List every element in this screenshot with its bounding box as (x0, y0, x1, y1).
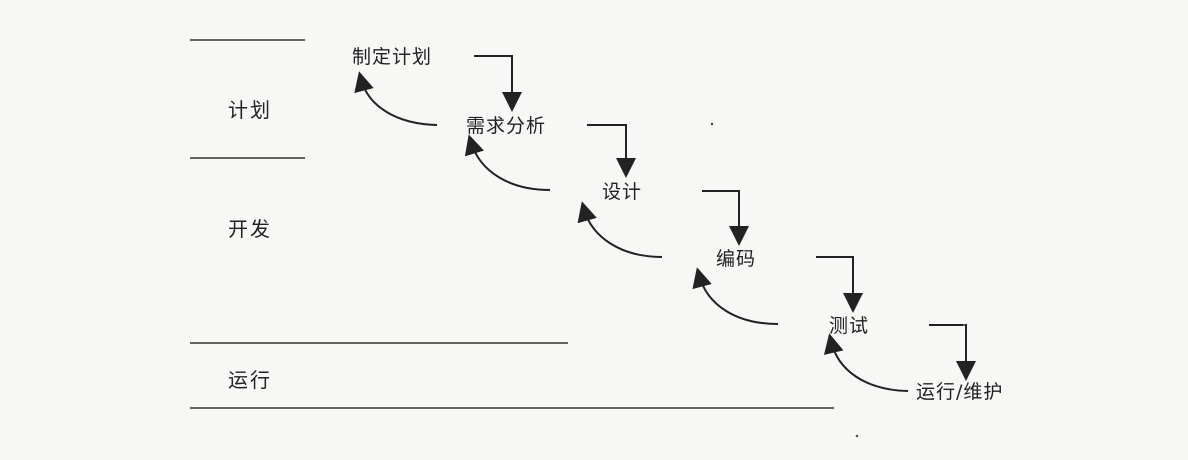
forward-arrow-5 (929, 324, 976, 381)
feedback-arrow-2 (464, 134, 551, 191)
stage-requirements: 需求分析 (466, 115, 547, 137)
forward-arrow-4 (816, 256, 863, 313)
forward-arrow-1 (474, 55, 522, 112)
phase-label-plan: 计划 (228, 98, 272, 122)
feedback-arrow-3 (577, 201, 663, 258)
forward-arrow-2 (587, 124, 636, 178)
feedback-arrow-5 (823, 333, 909, 392)
stage-coding: 编码 (716, 248, 757, 270)
scan-speck (855, 434, 859, 438)
feedback-arrow-4 (692, 267, 779, 325)
scan-speck (710, 122, 714, 126)
scan-speck (963, 324, 965, 326)
stage-testing: 测试 (829, 315, 870, 337)
stage-operation-maintenance: 运行/维护 (916, 381, 1004, 403)
phase-label-run: 运行 (228, 368, 272, 392)
feedback-arrow-1 (354, 71, 438, 126)
stage-plan: 制定计划 (352, 46, 433, 68)
phase-label-develop: 开发 (228, 217, 272, 241)
stage-design: 设计 (602, 181, 643, 203)
forward-arrow-3 (702, 190, 749, 246)
